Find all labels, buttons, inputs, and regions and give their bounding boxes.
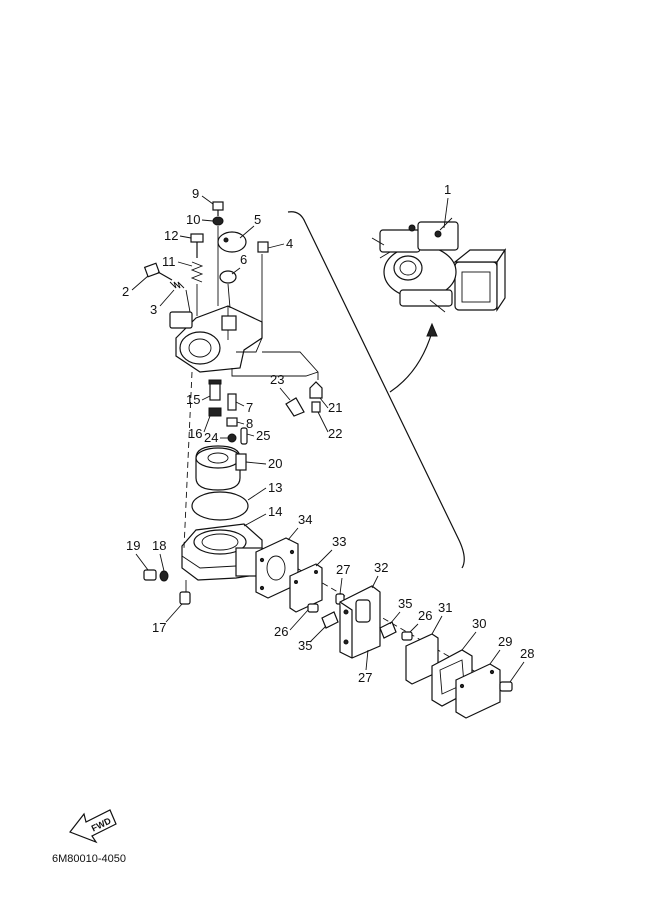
callout-21: 21 [328,400,342,415]
main-jet-16 [208,407,222,417]
pin-25 [240,427,248,445]
cover-5 [217,231,247,253]
carburetor-body [169,305,263,373]
screw-24 [227,433,237,443]
callout-6: 6 [240,252,247,267]
check-valve-35-a [321,611,339,629]
assembly-pointer-arrow [389,331,433,393]
screw-12 [190,233,204,258]
callout-7: 7 [246,400,253,415]
callout-10: 10 [186,212,200,227]
assembly-bracket [287,211,465,569]
callout-26-a: 26 [274,624,288,639]
callout-35-a: 35 [298,638,312,653]
callout-29: 29 [498,634,512,649]
plug-4 [257,241,269,253]
screw-9 [212,201,224,216]
callout-5: 5 [254,212,261,227]
float-20 [195,445,247,491]
gasket-18 [159,570,169,582]
gasket-13 [191,491,249,521]
callout-16: 16 [188,426,202,441]
callout-25: 25 [256,428,270,443]
spring-3 [169,281,185,289]
callout-22: 22 [328,426,342,441]
callout-27-b: 27 [358,670,372,685]
carburetor-assembly [371,217,507,313]
callout-23: 23 [270,372,284,387]
callout-4: 4 [286,236,293,251]
callout-17: 17 [152,620,166,635]
housing-32 [339,585,381,659]
float-chamber-14 [181,523,263,581]
callout-11: 11 [162,254,176,269]
diagram-code: 6M80010-4050 [52,853,126,865]
screw-26-a [307,603,319,613]
callout-35-b: 35 [398,596,412,611]
gasket-33 [289,563,323,613]
screw-2 [143,262,173,281]
callout-15: 15 [186,392,200,407]
callout-9: 9 [192,186,199,201]
callout-20: 20 [268,456,282,471]
callout-3: 3 [150,302,157,317]
clip-23 [285,397,305,417]
callout-24: 24 [204,430,218,445]
callout-1: 1 [444,182,451,197]
callout-8: 8 [246,416,253,431]
callout-12: 12 [164,228,178,243]
plug-8 [226,417,238,427]
callout-34: 34 [298,512,312,527]
jet-7 [227,393,237,411]
callout-13: 13 [268,480,282,495]
callout-14: 14 [268,504,282,519]
main-nozzle-15 [208,379,222,401]
screw-28 [499,681,513,692]
callout-18: 18 [152,538,166,553]
callout-2: 2 [122,284,129,299]
callout-28: 28 [520,646,534,661]
callouts: 1 2 3 4 5 6 7 8 9 10 11 12 13 14 15 16 1 [122,182,534,685]
washer-10 [212,216,224,226]
screw-26-b [401,631,413,641]
screw-19 [143,569,157,581]
spring-11 [190,261,204,283]
check-valve-35-b [379,621,397,639]
callout-33: 33 [332,534,346,549]
assembly-pointer-arrowhead [426,322,438,337]
fwd-arrow: FWD [69,809,117,844]
callout-32: 32 [374,560,388,575]
callout-31: 31 [438,600,452,615]
drain-screw-17 [179,591,191,605]
callout-27-a: 27 [336,562,350,577]
clip-22 [311,401,321,413]
callout-30: 30 [472,616,486,631]
callout-26-b: 26 [418,608,432,623]
callout-19: 19 [126,538,140,553]
float-valve-21 [309,381,323,399]
